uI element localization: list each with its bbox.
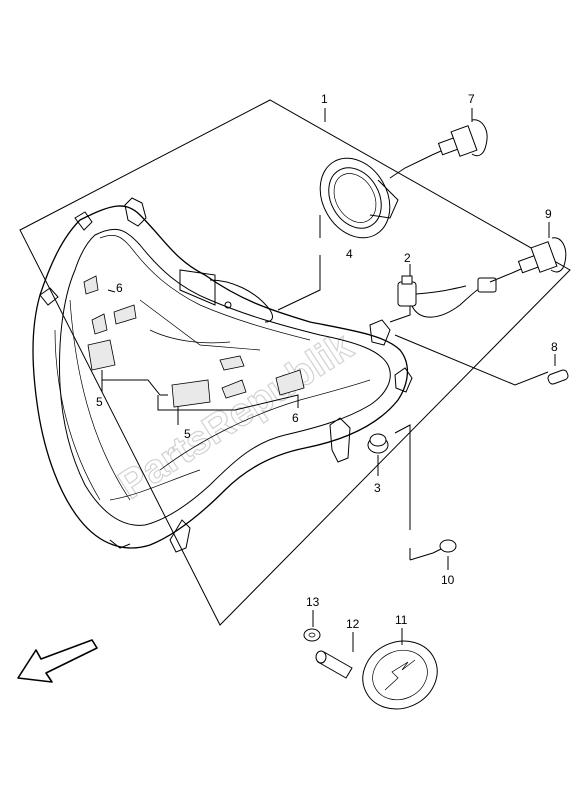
assembly-boundary-box: [19, 99, 571, 626]
leader-lines: [101, 108, 556, 652]
callout-6-lower: 6: [292, 411, 299, 425]
callout-10: 10: [441, 573, 455, 587]
front-direction-arrow-icon: [17, 639, 98, 683]
callout-8: 8: [551, 340, 558, 354]
headlight-bulb-9: [511, 237, 567, 274]
washer: [303, 628, 321, 642]
callout-5-center: 5: [184, 427, 191, 441]
reflector-window-right: [275, 369, 305, 396]
callout-12: 12: [346, 617, 360, 631]
callout-4: 4: [346, 247, 353, 261]
rubber-grommet: [367, 433, 389, 454]
reflector-window-center: [171, 379, 211, 408]
callout-6-upper: 6: [116, 281, 123, 295]
rear-cover: [362, 640, 438, 710]
callout-labels: 1 7 4 9 2 6 8 5 5 6 3 10 13 12 11: [96, 92, 558, 631]
bulb-socket-harness: [397, 275, 497, 318]
callout-2: 2: [404, 251, 411, 265]
position-bulb: [547, 369, 569, 385]
headlight-bulb-7: [431, 119, 488, 157]
adjuster-screw: [315, 650, 353, 679]
bulb-cover-cap: [319, 157, 399, 239]
callout-5-left: 5: [96, 395, 103, 409]
headlamp-housing: [32, 197, 413, 553]
callout-11: 11: [395, 613, 408, 627]
callout-3: 3: [374, 481, 381, 495]
screw: [432, 539, 457, 554]
reflector-window-left: [87, 339, 116, 371]
callout-13: 13: [306, 595, 320, 609]
callout-7: 7: [468, 92, 475, 106]
callout-1: 1: [321, 92, 328, 106]
callout-9: 9: [545, 207, 552, 221]
